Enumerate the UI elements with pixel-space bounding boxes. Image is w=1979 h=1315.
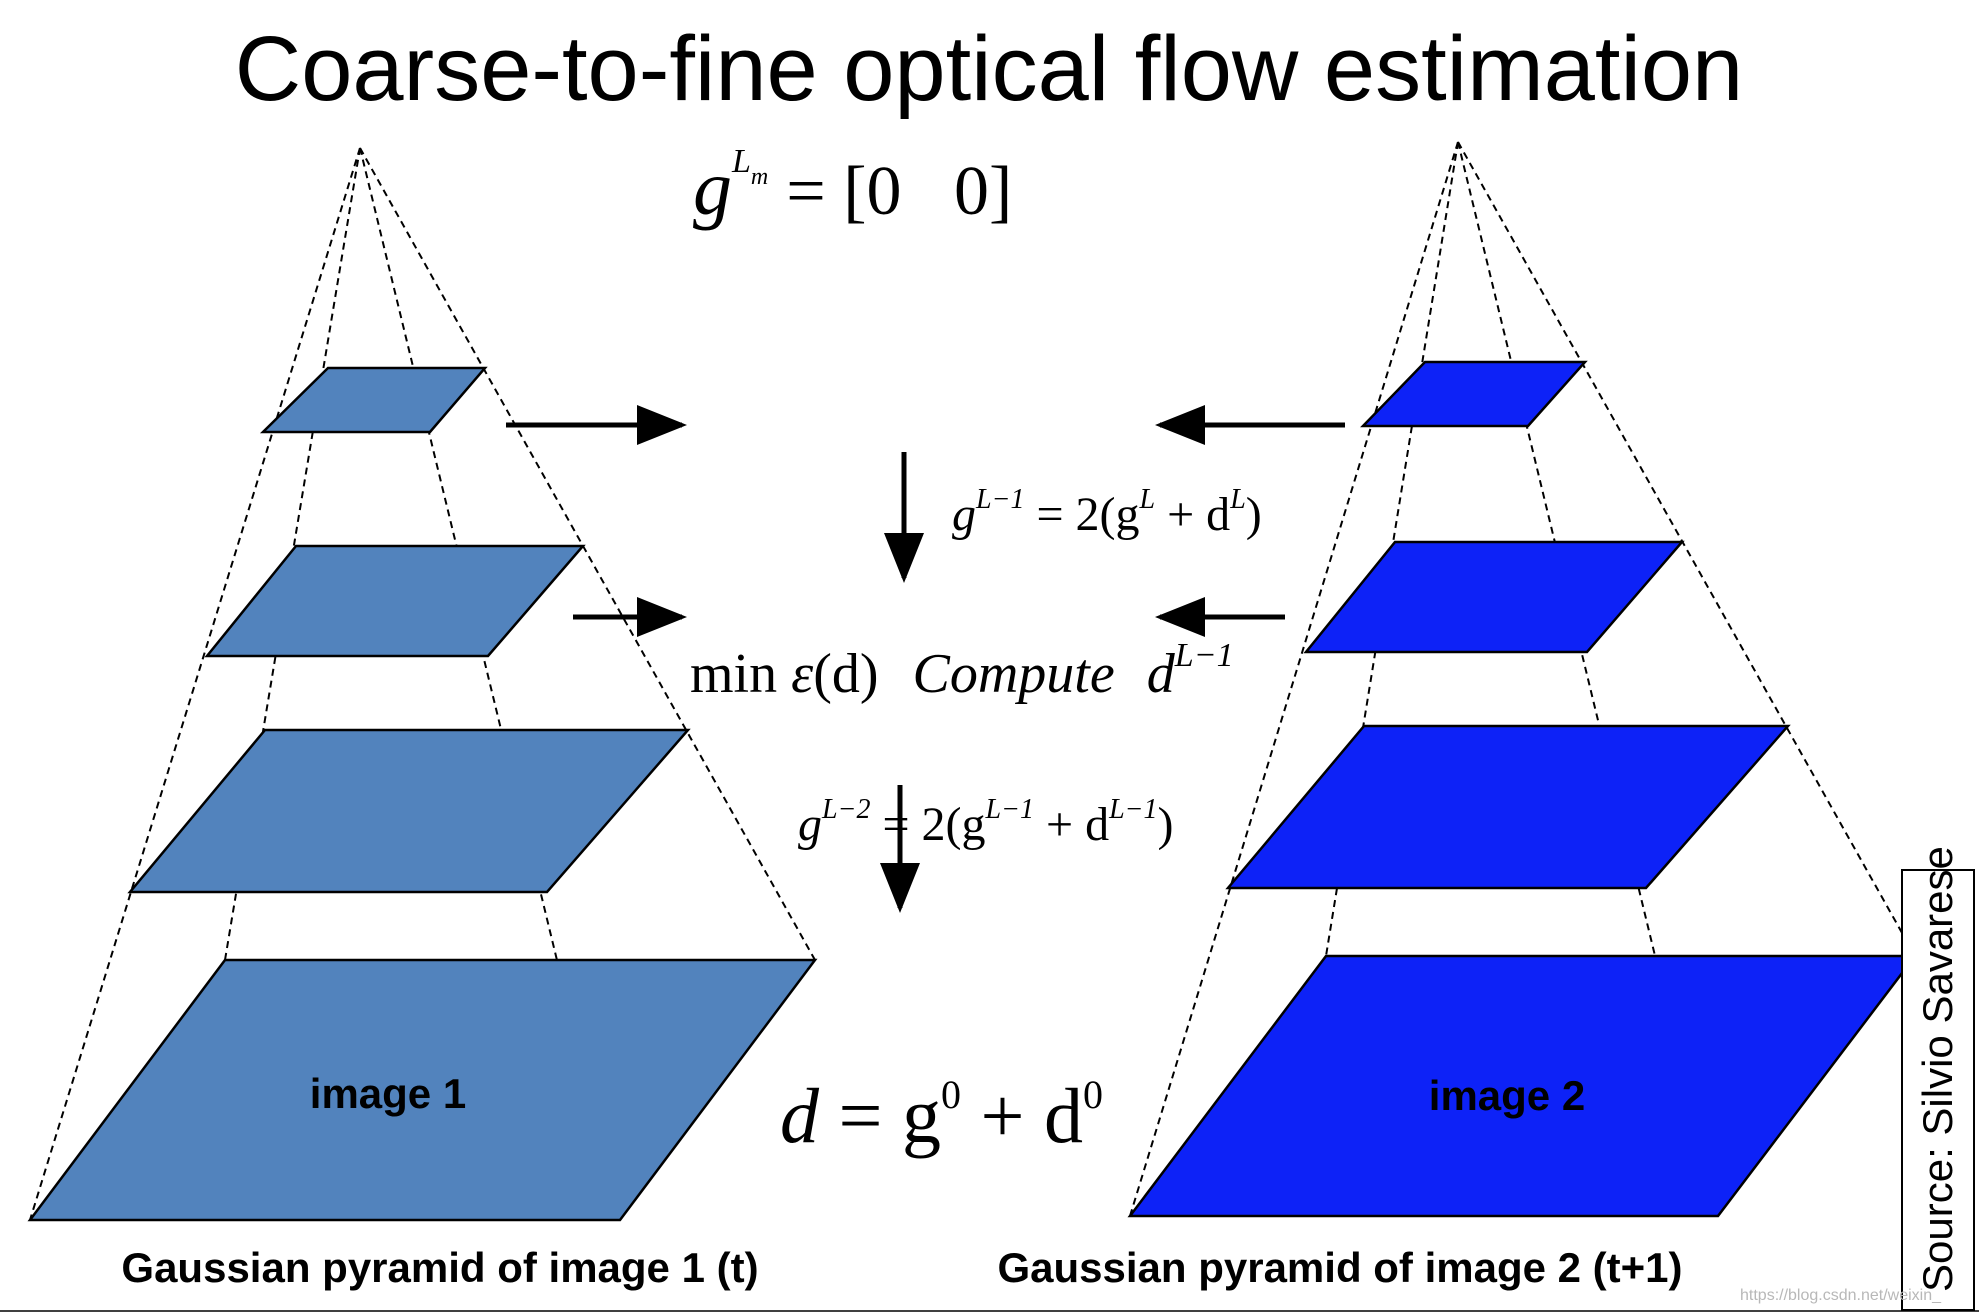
pyramid-1: image 1 Gaussian pyramid of image 1 (t) [27,147,818,1291]
equation-step-1: gL−1 = 2(gL + dL) [952,484,1262,541]
pyramid-2-level-1 [1225,724,1791,890]
pyramid-2: image 2 Gaussian pyramid of image 2 (t+1… [997,141,1918,1291]
watermark: https://blog.csdn.net/weixin_ [1740,1287,1942,1304]
pyramid-1-level-2 [204,544,586,658]
equation-final: d = g0 + d0 [780,1072,1103,1159]
source-box: Source: Silvio Savarese [1901,846,1975,1311]
pyramid-1-caption: Gaussian pyramid of image 1 (t) [121,1244,758,1291]
equation-init: gLm= [0 0] [693,143,1012,231]
equation-step-2: gL−2 = 2(gL−1 + dL−1) [798,794,1174,851]
page-title: Coarse-to-fine optical flow estimation [235,18,1743,120]
image-1-label: image 1 [310,1070,466,1117]
image-2-label: image 2 [1429,1072,1585,1119]
pyramid-2-level-3 [1360,360,1588,428]
pyramid-2-level-2 [1303,540,1685,654]
pyramid-1-level-1 [127,728,691,894]
pyramid-1-level-0 [27,958,818,1222]
arrows [506,405,1345,913]
pyramid-2-level-0 [1127,954,1918,1218]
source-credit: Source: Silvio Savarese [1914,846,1961,1292]
pyramid-1-level-3 [259,366,488,434]
pyramid-2-caption: Gaussian pyramid of image 2 (t+1) [997,1244,1682,1291]
